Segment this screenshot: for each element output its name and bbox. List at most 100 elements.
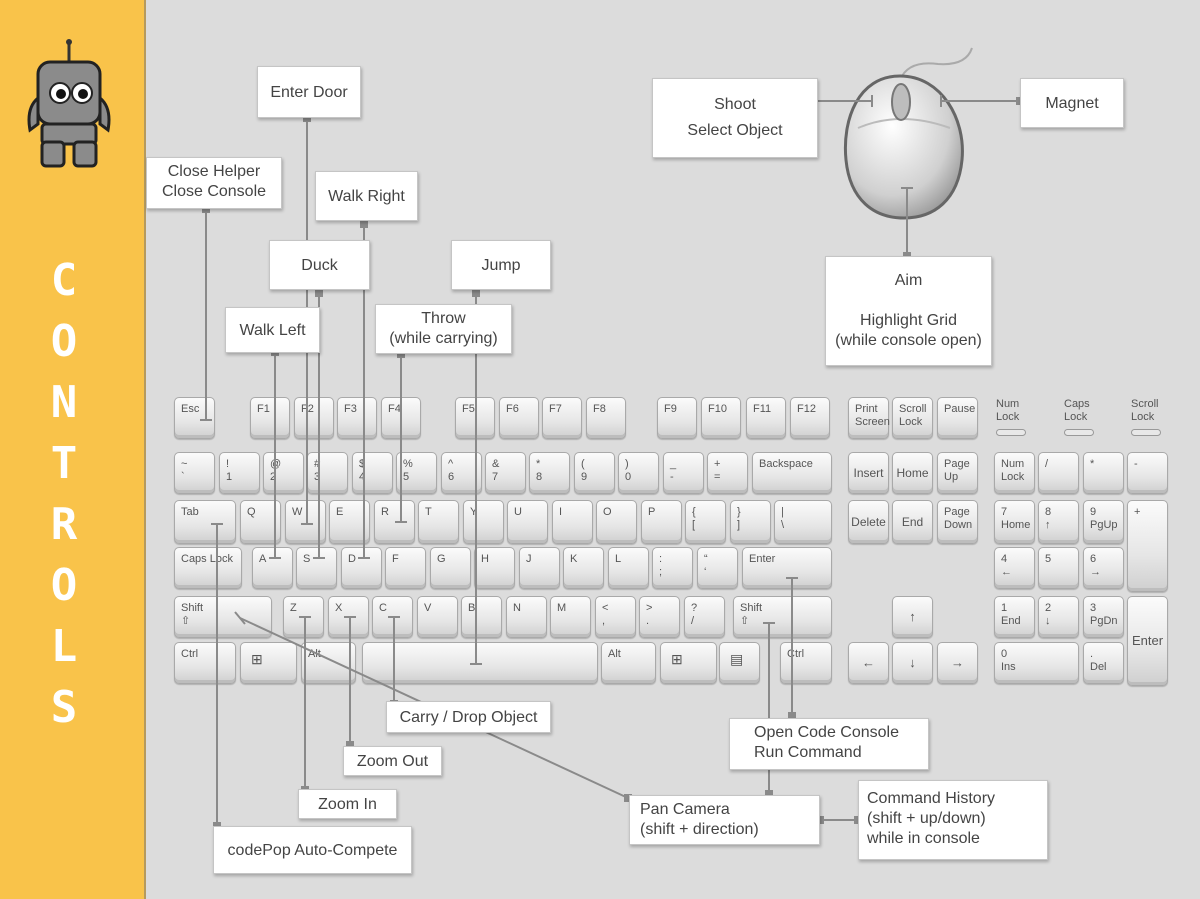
key-semicolon[interactable]: : ; — [652, 547, 693, 589]
key-kp-star[interactable]: * — [1083, 452, 1124, 494]
key-n5[interactable]: % 5 — [396, 452, 437, 494]
key-f6[interactable]: F6 — [499, 397, 539, 439]
key-f11[interactable]: F11 — [746, 397, 786, 439]
key-o[interactable]: O — [596, 500, 637, 544]
key-n1[interactable]: ! 1 — [219, 452, 260, 494]
key-kp9[interactable]: 9 PgUp — [1083, 500, 1124, 544]
windows-key-left[interactable]: ⊞ — [240, 642, 297, 684]
key-n8[interactable]: * 8 — [529, 452, 570, 494]
key-kp2[interactable]: 2 ↓ — [1038, 596, 1079, 638]
key-insert[interactable]: Insert — [848, 452, 889, 494]
key-quote[interactable]: “ ‘ — [697, 547, 738, 589]
key-m[interactable]: M — [550, 596, 591, 638]
key-shift-right[interactable]: Shift ⇧ — [733, 596, 832, 638]
key-page-down[interactable]: Page Down — [937, 500, 978, 544]
key-n7[interactable]: & 7 — [485, 452, 526, 494]
key-j[interactable]: J — [519, 547, 560, 589]
key-y[interactable]: Y — [463, 500, 504, 544]
key-n9[interactable]: ( 9 — [574, 452, 615, 494]
windows-key-right[interactable]: ⊞ — [660, 642, 717, 684]
key-kp8[interactable]: 8 ↑ — [1038, 500, 1079, 544]
key-num-lock[interactable]: Num Lock — [994, 452, 1035, 494]
key-home[interactable]: Home — [892, 452, 933, 494]
key-kp5[interactable]: 5 — [1038, 547, 1079, 589]
key-label: ? / — [691, 602, 698, 627]
menu-key[interactable]: ▤ — [719, 642, 760, 684]
key-kp1[interactable]: 1 End — [994, 596, 1035, 638]
key-f9[interactable]: F9 — [657, 397, 697, 439]
key-equals[interactable]: + = — [707, 452, 748, 494]
callout-walk-left: Walk Left — [225, 307, 320, 353]
lock-light-indicator — [1064, 429, 1094, 436]
key-alt-right[interactable]: Alt — [601, 642, 656, 684]
key-enter[interactable]: Enter — [742, 547, 832, 589]
key-kp-plus[interactable]: + — [1127, 500, 1168, 592]
key-r[interactable]: R — [374, 500, 415, 544]
key-n3[interactable]: # 3 — [307, 452, 348, 494]
key-n4[interactable]: $ 4 — [352, 452, 393, 494]
key-kp-minus[interactable]: - — [1127, 452, 1168, 494]
key-kp6[interactable]: 6 → — [1083, 547, 1124, 589]
key-kp-slash[interactable]: / — [1038, 452, 1079, 494]
key-n0[interactable]: ) 0 — [618, 452, 659, 494]
key-kp7[interactable]: 7 Home — [994, 500, 1035, 544]
key-print-screen[interactable]: Print Screen — [848, 397, 890, 439]
key-end[interactable]: End — [892, 500, 933, 544]
key-label: 9 PgUp — [1090, 506, 1118, 531]
key-arrow-left[interactable]: ← — [848, 642, 889, 684]
key-i[interactable]: I — [552, 500, 593, 544]
key-t[interactable]: T — [418, 500, 459, 544]
key-g[interactable]: G — [430, 547, 471, 589]
key-alt-left[interactable]: Alt — [301, 642, 356, 684]
key-label: . Del — [1090, 648, 1107, 673]
key-scroll-lock[interactable]: Scroll Lock — [892, 397, 933, 439]
key-page-up[interactable]: Page Up — [937, 452, 978, 494]
key-esc[interactable]: Esc — [174, 397, 215, 439]
key-label: F4 — [388, 403, 401, 415]
key-shift-left[interactable]: Shift ⇧ — [174, 596, 272, 638]
key-p[interactable]: P — [641, 500, 682, 544]
key-comma[interactable]: < , — [595, 596, 636, 638]
key-b[interactable]: B — [461, 596, 502, 638]
key-arrow-down[interactable]: ↓ — [892, 642, 933, 684]
key-arrow-up[interactable]: ↑ — [892, 596, 933, 638]
key-kp-dot[interactable]: . Del — [1083, 642, 1124, 684]
key-kp-enter[interactable]: Enter — [1127, 596, 1168, 686]
key-f12[interactable]: F12 — [790, 397, 830, 439]
key-tilde[interactable]: ~ ` — [174, 452, 215, 494]
key-f10[interactable]: F10 — [701, 397, 741, 439]
key-v[interactable]: V — [417, 596, 458, 638]
key-f8[interactable]: F8 — [586, 397, 626, 439]
key-caps-lock[interactable]: Caps Lock — [174, 547, 242, 589]
key-backspace[interactable]: Backspace — [752, 452, 832, 494]
key-a[interactable]: A — [252, 547, 293, 589]
key-n[interactable]: N — [506, 596, 547, 638]
key-arrow-right[interactable]: → — [937, 642, 978, 684]
key-k[interactable]: K — [563, 547, 604, 589]
key-s[interactable]: S — [296, 547, 337, 589]
key-delete[interactable]: Delete — [848, 500, 889, 544]
key-f[interactable]: F — [385, 547, 426, 589]
key-ctrl-left[interactable]: Ctrl — [174, 642, 236, 684]
key-label: Esc — [181, 403, 200, 415]
key-tab[interactable]: Tab — [174, 500, 236, 544]
key-d[interactable]: D — [341, 547, 382, 589]
key-kp4[interactable]: 4 ← — [994, 547, 1035, 589]
key-minus[interactable]: _ - — [663, 452, 704, 494]
key-h[interactable]: H — [474, 547, 515, 589]
key-period[interactable]: > . — [639, 596, 680, 638]
key-x[interactable]: X — [328, 596, 369, 638]
key-n2[interactable]: @ 2 — [263, 452, 304, 494]
key-pause[interactable]: Pause — [937, 397, 978, 439]
key-kp3[interactable]: 3 PgDn — [1083, 596, 1124, 638]
key-slash[interactable]: ? / — [684, 596, 725, 638]
key-u[interactable]: U — [507, 500, 548, 544]
key-f7[interactable]: F7 — [542, 397, 582, 439]
key-lbracket[interactable]: { [ — [685, 500, 726, 544]
key-f1[interactable]: F1 — [250, 397, 290, 439]
key-kp0[interactable]: 0 Ins — [994, 642, 1079, 684]
key-rbracket[interactable]: } ] — [730, 500, 771, 544]
key-l[interactable]: L — [608, 547, 649, 589]
key-backslash[interactable]: | \ — [774, 500, 832, 544]
key-f3[interactable]: F3 — [337, 397, 377, 439]
